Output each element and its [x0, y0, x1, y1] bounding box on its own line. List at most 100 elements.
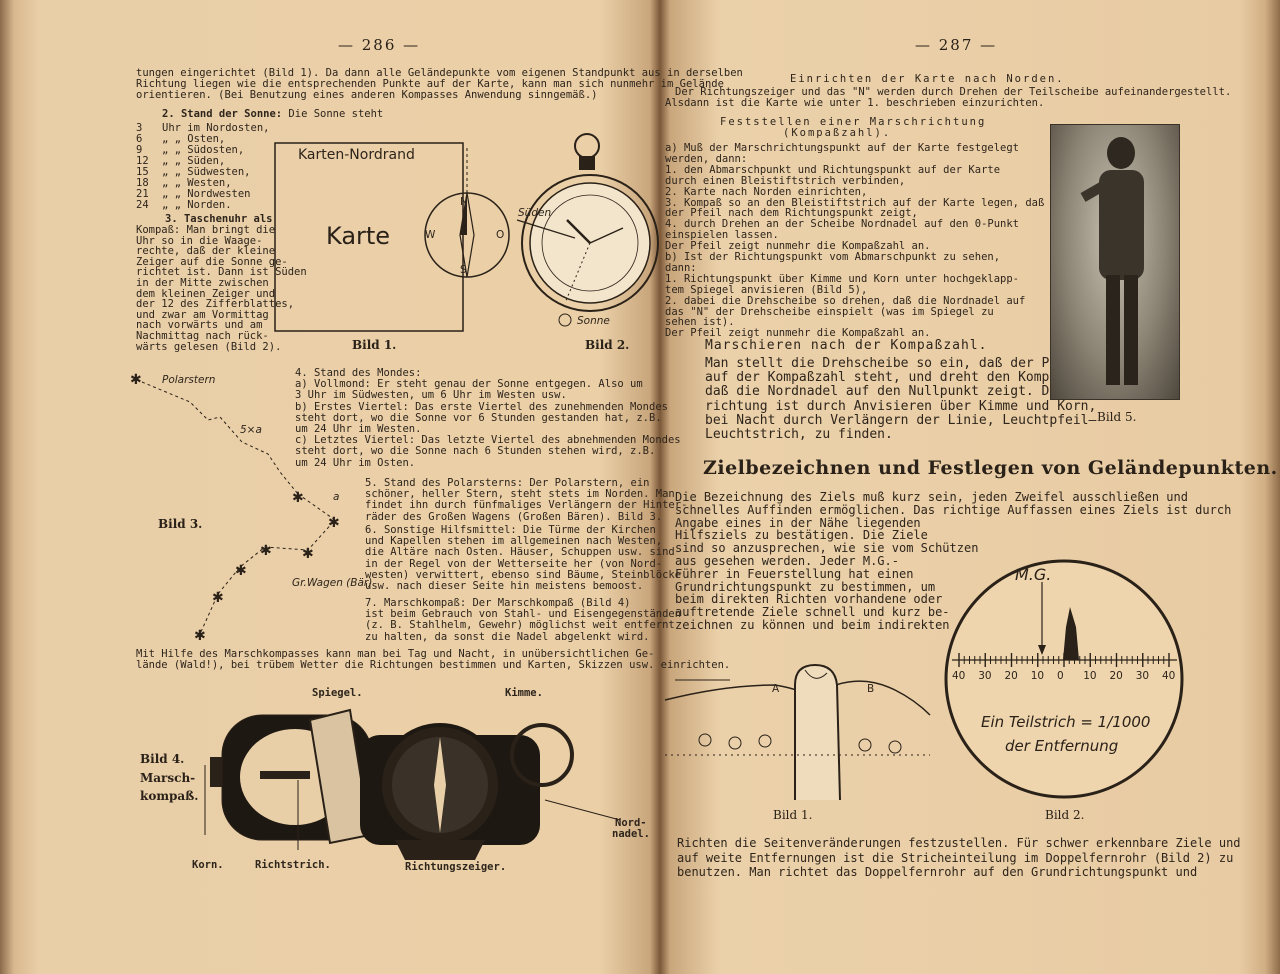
- text-line: daß die Nordnadel auf den Nullpunkt zeig…: [705, 384, 1128, 400]
- mg-label: M.G.: [1015, 565, 1052, 584]
- text-line: sind so anzusprechen, wie sie vom Schütz…: [675, 541, 979, 556]
- compass-w: W: [425, 229, 436, 241]
- svg-text:✱: ✱: [292, 490, 304, 506]
- sun-direction: „ „ Nordwesten: [162, 188, 251, 200]
- korn-label: Korn.: [192, 859, 224, 871]
- nordnadel-label: nadel.: [612, 828, 650, 840]
- text-line: 4. Stand des Mondes:: [295, 367, 422, 379]
- text-line: räder des Großen Wagens (Großen Bären). …: [365, 510, 663, 523]
- text-line: aus gesehen werden. Jeder M.G.-: [675, 554, 899, 568]
- text-line: sehen ist).: [665, 316, 735, 329]
- svg-text:✱: ✱: [260, 543, 272, 559]
- text-line: steht dort, wo die Sonne vor 6 Stunden g…: [295, 411, 662, 424]
- figure-map-compass: [274, 142, 510, 332]
- figure-caption: Bild 5.: [1097, 410, 1137, 424]
- text-line: findet ihn durch fünfmaliges Verlängern …: [365, 499, 688, 512]
- figure-caption: Bild 1.: [773, 808, 813, 822]
- sun-hour: 15: [136, 166, 149, 178]
- reticle-tick-label: 30: [978, 670, 992, 682]
- text-line: usw. nach dieser Seite hin meistens bemo…: [365, 580, 644, 592]
- text-line: auf der Kompaßzahl steht, und dreht den …: [705, 370, 1097, 386]
- reticle-tick-label: 20: [1109, 670, 1123, 682]
- text-line: 5. Stand des Polarsterns: Der Polarstern…: [365, 477, 650, 489]
- sun-hour: 3: [136, 122, 143, 134]
- figure-caption: Bild 3.: [158, 517, 203, 531]
- a-label: a: [333, 491, 340, 503]
- text-line: um 24 Uhr im Osten.: [295, 456, 416, 469]
- text-line: Der Pfeil zeigt nunmehr die Kompaßzahl a…: [665, 327, 931, 340]
- figure-caption: Bild 4.: [140, 752, 185, 766]
- sun-direction: „ „ Norden.: [162, 199, 232, 211]
- text-line: Kompaß: Man bringt die: [136, 224, 276, 236]
- sun-hour: 21: [136, 188, 149, 200]
- text-line: zeichnen zu können und beim indirekten: [675, 618, 950, 632]
- text-line: Alsdann ist die Karte wie unter 1. besch…: [665, 97, 1045, 109]
- sun-direction: „ „ Südosten,: [162, 144, 245, 156]
- text-line: Der Pfeil zeigt nunmehr die Kompaßzahl a…: [665, 240, 931, 253]
- text-line: die Altäre nach Osten. Häuser, Schuppen …: [365, 546, 675, 559]
- five-a-label: 5×a: [240, 424, 262, 436]
- text-line: und zwar am Vormittag: [136, 308, 269, 321]
- text-line: um 24 Uhr im Westen.: [295, 423, 422, 435]
- compass-needle-icon: [459, 192, 475, 278]
- polarstern-label: Polarstern: [162, 374, 216, 386]
- text-line: zu halten, da sonst die Nadel abgelenkt …: [365, 630, 650, 643]
- text-line: und Kapellen stehen im allgemeinen nach …: [365, 535, 663, 548]
- text-line: auftretende Ziele schnell und kurz be-: [675, 605, 950, 620]
- point-b-label: B: [867, 683, 875, 695]
- text-line: schöner, heller Stern, steht stets im No…: [365, 488, 675, 501]
- figure-thumb-sighting: [664, 663, 931, 801]
- text-line: c) Letztes Viertel: Das letzte Viertel d…: [295, 434, 681, 447]
- grwagen-label: Gr.Wagen (Bär): [292, 577, 373, 589]
- text-line: tem Spiegel anvisieren (Bild 5),: [665, 283, 868, 296]
- text-line: Nachmittag nach rück-: [136, 330, 269, 342]
- spiegel-label: Spiegel.: [312, 687, 363, 699]
- figure-caption: Bild 2.: [585, 338, 630, 352]
- text-line: b) Ist der Richtungspunkt vom Abmarschpu…: [665, 251, 1001, 263]
- text-line: richtung ist durch Anvisieren über Kimme…: [705, 398, 1097, 414]
- compass-needle-icon: [434, 737, 446, 833]
- reticle-tick-label: 20: [1004, 670, 1018, 682]
- text-line: auf weite Entfernungen ist die Strichein…: [677, 850, 1234, 865]
- svg-text:✱: ✱: [302, 546, 314, 562]
- point-a-label: A: [772, 683, 780, 695]
- reticle-caption-line: der Entfernung: [1005, 737, 1119, 755]
- text-line: orientieren. (Bei Benutzung eines andere…: [136, 89, 598, 101]
- sonne-label: Sonne: [577, 315, 610, 327]
- section-heading: Marschieren nach der Kompaßzahl.: [705, 338, 988, 353]
- text-line: Mit Hilfe des Marschkompasses kann man b…: [136, 648, 655, 660]
- text-line: rechte, daß der kleine: [136, 245, 276, 258]
- svg-text:✱: ✱: [212, 590, 224, 606]
- sun-hour: 12: [136, 155, 149, 167]
- reticle-tick-label: 10: [1030, 670, 1045, 682]
- text-line: Uhr so in die Waage-: [136, 234, 263, 247]
- sun-hour: 18: [136, 177, 149, 189]
- figure-march-compass: [204, 708, 621, 860]
- text-line: 3 Uhr im Südwesten, um 6 Uhr im Westen u…: [295, 389, 567, 402]
- text-line: beim direkten Richten vorhandene oder: [675, 592, 943, 607]
- kimme-label: Kimme.: [505, 687, 543, 699]
- map-north-edge-label: Karten-Nordrand: [298, 147, 415, 163]
- richtungszeiger-label: Richtungszeiger.: [405, 861, 507, 873]
- section-heading: Feststellen einer Marschrichtung: [720, 116, 987, 128]
- compass-s: S: [460, 264, 467, 276]
- figure-caption: Bild 2.: [1045, 808, 1085, 822]
- photo-soldier-with-compass: [1050, 124, 1180, 400]
- map-karte-label: Karte: [326, 222, 391, 250]
- svg-text:✱: ✱: [328, 515, 340, 531]
- text-line: 1. den Abmarschpunkt und Richtungspunkt …: [665, 163, 1001, 176]
- sun-hour: 24: [136, 199, 149, 211]
- svg-text:✱: ✱: [235, 563, 247, 579]
- compass-ring-handle: [510, 723, 574, 787]
- figure-caption: Marsch-: [140, 771, 196, 785]
- text-line: westen) verwittert, ebenso sind Bäume, S…: [365, 568, 682, 581]
- section-heading: Einrichten der Karte nach Norden.: [790, 73, 1065, 85]
- text-line: das "N" der Drehscheibe einspielt (was i…: [665, 305, 994, 318]
- sueden-label: Süden: [518, 207, 552, 219]
- text-line: 2. dabei die Drehscheibe so drehen, daß …: [665, 294, 1026, 307]
- compass-n: N: [460, 196, 468, 208]
- figure-star-map: ✱ ✱ ✱ ✱ ✱ ✱ ✱ ✱: [130, 372, 340, 644]
- page-number: — 286 —: [338, 36, 421, 54]
- figure-caption: kompaß.: [140, 789, 199, 803]
